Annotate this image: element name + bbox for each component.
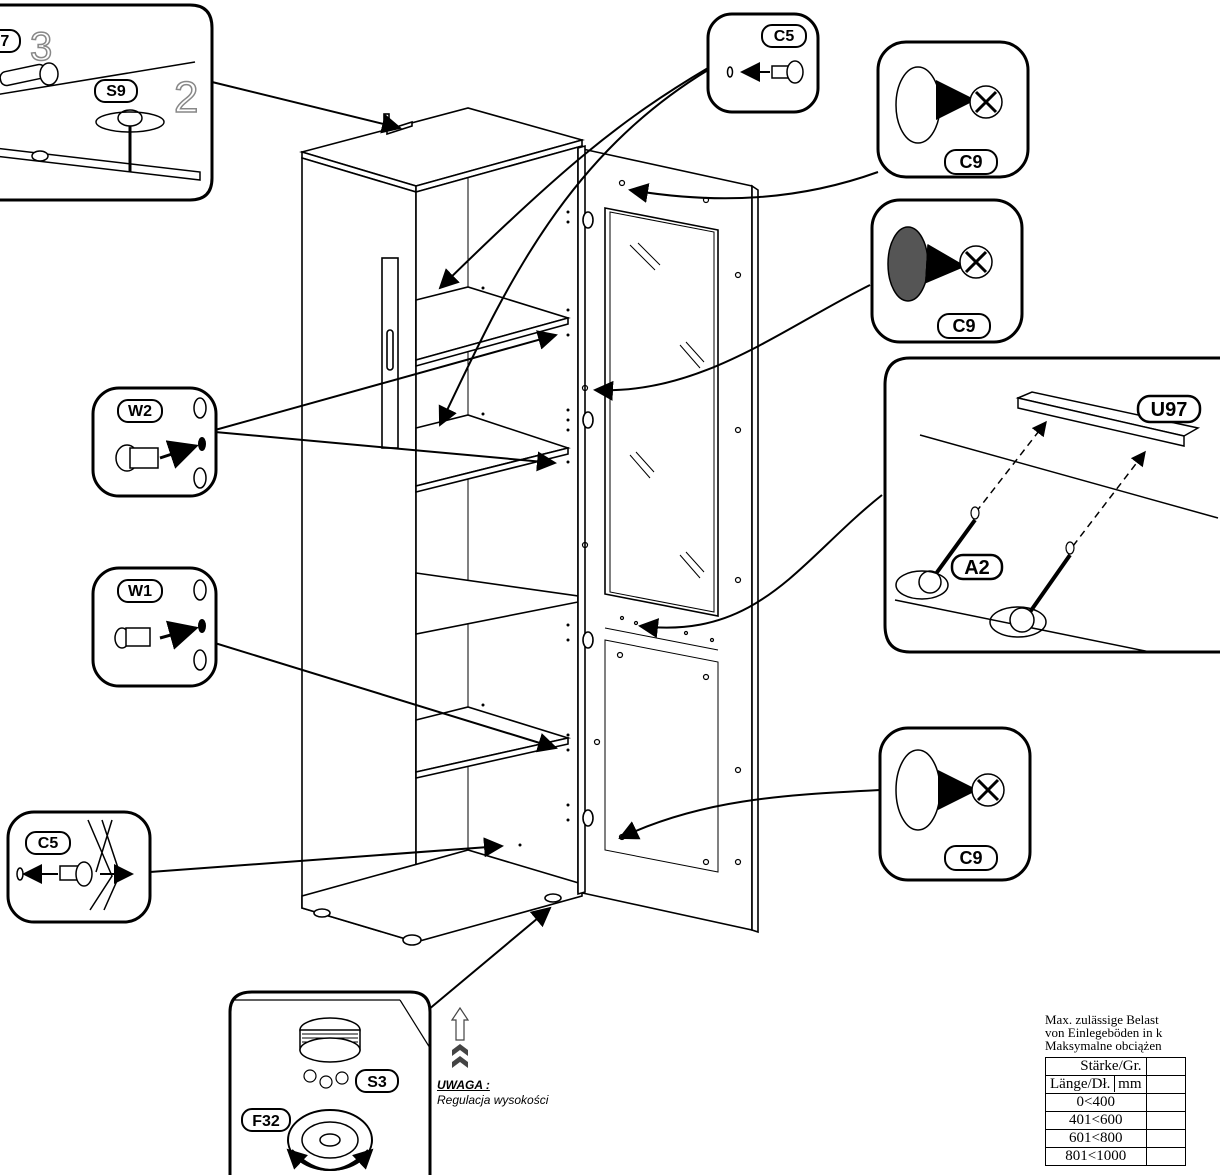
note-title: UWAGA :	[437, 1078, 490, 1092]
table-row: Länge/Dł. mm	[1045, 1075, 1186, 1094]
step-number-2: 2	[174, 73, 198, 122]
part-label-c9-bottom: C9	[959, 848, 982, 868]
table-row: Stärke/Gr.	[1045, 1057, 1186, 1076]
door-glass	[604, 207, 719, 617]
foot	[313, 908, 331, 918]
callout-u97-a2: U97 A2	[883, 356, 1220, 654]
part-label-a2: A2	[964, 557, 990, 579]
row-range: 0<400	[1045, 1093, 1147, 1112]
callout-c5-bottom: C5	[6, 810, 152, 924]
load-table-block: Max. zulässige Belast von Einlegeböden i…	[1045, 1013, 1186, 1166]
header-thickness: Stärke/Gr.	[1045, 1057, 1147, 1076]
height-adjustment-note: UWAGA : Regulacja wysokości	[437, 1078, 548, 1108]
part-label-c9: C9	[959, 152, 982, 172]
shelf-pin-holes	[481, 210, 570, 847]
callout-c9-bottom: C9	[878, 726, 1032, 882]
table-row: 401<600	[1045, 1111, 1186, 1130]
table-row: 0<400	[1045, 1093, 1186, 1112]
row-range: 401<600	[1045, 1111, 1147, 1130]
cabinet	[299, 107, 585, 946]
load-line-3: Maksymalne obciążen	[1045, 1038, 1162, 1053]
foot	[402, 934, 422, 946]
part-label-c5-bottom: C5	[38, 835, 59, 852]
shelves	[415, 286, 579, 779]
header-length: Länge/Dł. mm	[1045, 1075, 1147, 1094]
table-row: 601<800	[1045, 1129, 1186, 1148]
part-label-f32: F32	[252, 1113, 280, 1130]
part-label-c5: C5	[774, 28, 795, 45]
part-label-c9-dark: C9	[952, 316, 975, 336]
callout-w1: W1	[91, 566, 218, 688]
part-label-s9: S9	[106, 83, 126, 100]
part-label-w1: W1	[128, 583, 152, 600]
leader-arrows	[149, 67, 883, 1011]
part-label-s3: S3	[367, 1074, 387, 1091]
note-text: Regulacja wysokości	[437, 1093, 549, 1107]
callout-w2: W2	[91, 386, 218, 498]
step-number-3: 3	[30, 25, 52, 69]
cabinet-left-side	[301, 156, 417, 944]
callout-s17-s9: S9 S17 3 2	[0, 3, 214, 202]
foot	[544, 893, 562, 903]
door	[577, 144, 759, 934]
row-range: 601<800	[1045, 1129, 1147, 1148]
load-line-2: von Einlegeböden in k	[1045, 1025, 1163, 1040]
row-range: 801<1000	[1045, 1147, 1147, 1166]
part-label-s17: S17	[0, 33, 9, 50]
callout-c9-top: C9	[876, 40, 1030, 179]
callout-foot: S3 F32	[228, 990, 432, 1175]
table-row: 801<1000	[1045, 1147, 1186, 1166]
load-line-1: Max. zulässige Belast	[1045, 1012, 1159, 1027]
callout-c9-dark: C9	[870, 198, 1024, 344]
callout-c5-top: C5	[706, 12, 820, 114]
up-arrow-icon	[450, 1006, 470, 1068]
part-label-w2: W2	[128, 403, 152, 420]
part-label-u97: U97	[1151, 399, 1188, 421]
load-table: Stärke/Gr. Länge/Dł. mm 0<400 401<600 60…	[1045, 1057, 1186, 1166]
